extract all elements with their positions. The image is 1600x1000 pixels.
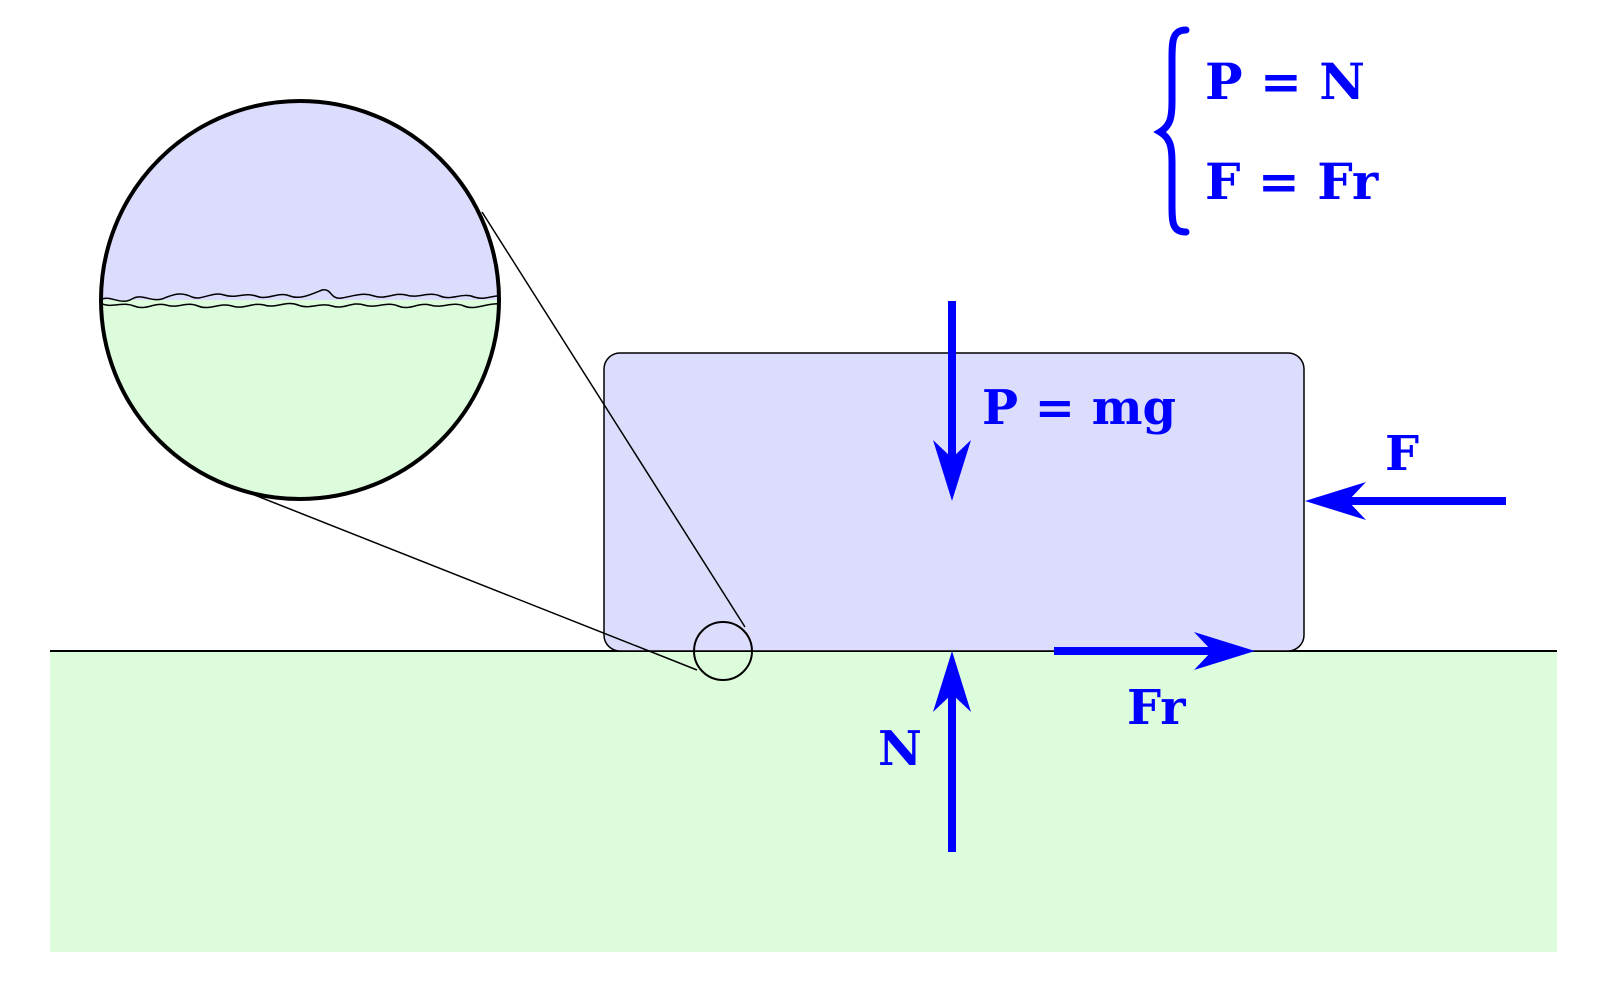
magnifier-lens	[99, 99, 501, 501]
rough-surface-upper	[102, 289, 498, 303]
weight-label: P = mg	[982, 380, 1176, 436]
friction-vector	[1054, 632, 1255, 670]
normal-force-label: N	[878, 721, 922, 777]
applied-force-vector	[1305, 482, 1506, 520]
weight-vector	[933, 301, 971, 501]
equation-brace	[1153, 26, 1190, 236]
magnifier-connector-upper	[481, 211, 746, 628]
normal-force-vector	[933, 651, 971, 852]
ground	[50, 650, 1557, 952]
equation-1: P = N	[1205, 52, 1365, 111]
magnifier-connector-lower	[251, 493, 698, 671]
contact-point-circle	[693, 621, 753, 681]
rough-surface-lower	[102, 302, 498, 309]
friction-label: Fr	[1127, 680, 1186, 736]
applied-force-label: F	[1385, 426, 1419, 482]
equation-2: F = Fr	[1205, 152, 1379, 211]
